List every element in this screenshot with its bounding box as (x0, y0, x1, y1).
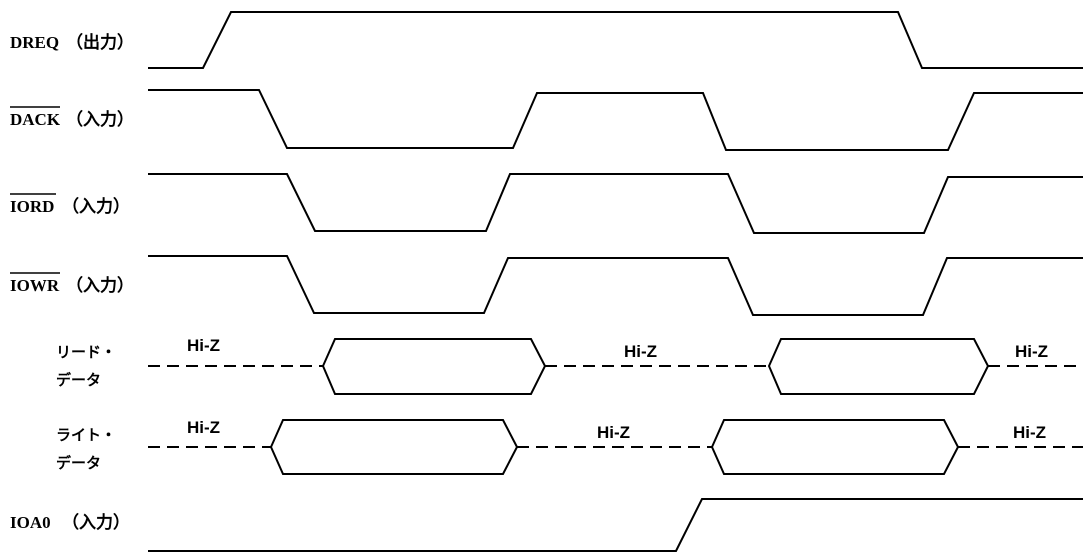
read-data-waveform (148, 338, 1083, 395)
label-dack: DACK （入力） (10, 106, 134, 129)
ioa0-direction: （入力） (62, 512, 130, 532)
read-data-valid-1 (321, 338, 547, 395)
hiz-label: Hi-Z (187, 336, 220, 355)
hiz-label: Hi-Z (597, 423, 630, 442)
iowr-direction: （入力） (66, 275, 134, 295)
write-data-valid-2 (710, 419, 960, 475)
hiz-label: Hi-Z (1013, 423, 1046, 442)
iord-name: IORD (10, 197, 54, 216)
dreq-name: DREQ (10, 33, 59, 52)
iowr-waveform (148, 255, 1083, 316)
iord-waveform (148, 173, 1083, 234)
read-data-line2: データ (56, 371, 101, 389)
label-iowr: IOWR （入力） (10, 272, 134, 295)
dreq-waveform (148, 11, 1083, 69)
hiz-label: Hi-Z (624, 342, 657, 361)
label-iord: IORD （入力） (10, 193, 130, 216)
read-data-line1: リード・ (56, 343, 116, 361)
dreq-direction: （出力） (66, 32, 134, 52)
label-ioa0: IOA0 （入力） (10, 512, 130, 532)
read-data-valid-2 (767, 338, 990, 395)
hiz-label: Hi-Z (187, 418, 220, 437)
iord-direction: （入力） (62, 196, 130, 216)
ioa0-waveform (148, 498, 1083, 552)
ioa0-name: IOA0 (10, 513, 51, 532)
iowr-name: IOWR (10, 276, 60, 295)
label-dreq: DREQ （出力） (10, 32, 134, 52)
dack-waveform (148, 89, 1083, 151)
label-write-data: ライト・ データ (56, 426, 116, 472)
dack-direction: （入力） (66, 109, 134, 129)
write-data-line1: ライト・ (56, 426, 116, 444)
hiz-label: Hi-Z (1015, 342, 1048, 361)
write-data-waveform (148, 419, 1083, 475)
write-data-line2: データ (56, 454, 101, 472)
dack-name: DACK (10, 110, 61, 129)
write-data-valid-1 (269, 419, 519, 475)
label-read-data: リード・ データ (56, 343, 116, 389)
